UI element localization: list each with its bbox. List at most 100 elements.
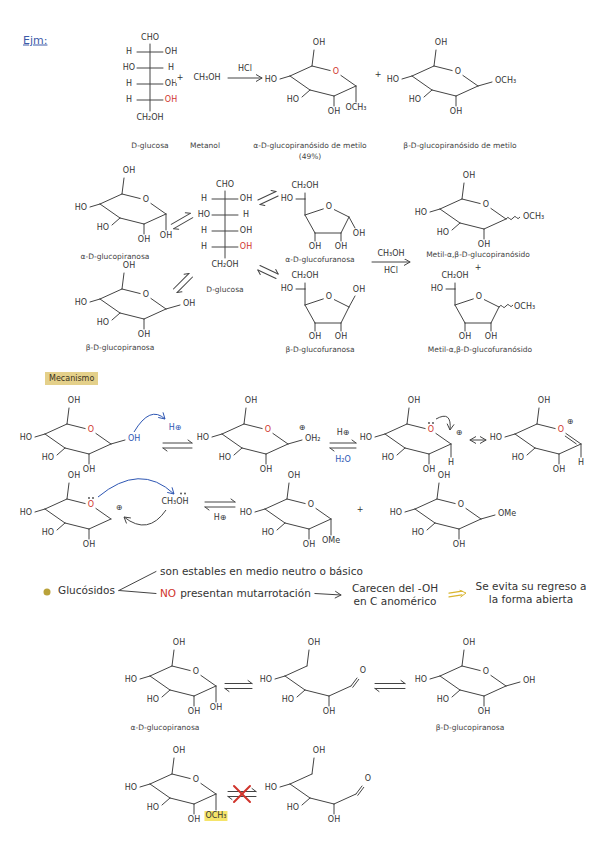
bond-line	[287, 499, 305, 504]
chem-label: OH	[537, 396, 551, 406]
bond-line	[162, 690, 170, 697]
bond-line	[122, 289, 140, 294]
bond-line	[310, 90, 334, 96]
bond-line	[166, 305, 180, 309]
arrow-head	[256, 75, 262, 82]
bond-line	[67, 424, 85, 429]
chem-label: OH	[312, 746, 326, 756]
chem-label: OH	[352, 229, 366, 239]
fischer-bar	[137, 52, 163, 53]
bond-line	[341, 307, 349, 323]
bond-line	[385, 434, 405, 448]
chem-label: CHO	[215, 180, 235, 190]
bond-line	[466, 508, 481, 519]
bond-line	[287, 483, 289, 499]
bond-line	[122, 194, 140, 199]
chem-label: H	[577, 458, 585, 468]
bond-line	[334, 794, 356, 804]
bond-line	[456, 96, 457, 106]
chem-label: OCH₃	[494, 76, 517, 86]
fischer-bar	[212, 199, 238, 200]
equilibrium-line	[375, 683, 405, 684]
bond-line	[559, 454, 560, 464]
bond-line	[405, 448, 429, 454]
bond-line	[505, 434, 515, 437]
bond-line	[349, 217, 355, 228]
bond-line	[35, 509, 45, 512]
chem-label: O	[557, 425, 565, 435]
bond-line	[194, 696, 195, 706]
bond-line	[172, 666, 190, 671]
bond-line	[351, 678, 357, 686]
chem-label: OH	[209, 703, 223, 713]
proton-label: H⊕	[168, 423, 183, 433]
chem-label: OH	[437, 471, 451, 481]
arrow-head	[158, 412, 165, 419]
bond-line	[312, 50, 314, 66]
bond-line	[462, 650, 464, 666]
bond-line	[172, 650, 174, 666]
bond-line	[307, 650, 309, 666]
chem-label: OH	[67, 471, 81, 481]
chem-label: OH	[352, 285, 366, 295]
node-text: Carecen del -OH en C anomérico	[352, 582, 438, 607]
bond-line	[506, 682, 520, 686]
caption: D-glucosa	[205, 285, 244, 295]
bond-line	[537, 408, 539, 424]
bond-line	[440, 666, 462, 676]
proton-label: H⊕	[336, 428, 351, 438]
note-text: son estables en medio neutro o básico	[160, 565, 363, 578]
bond-line	[455, 305, 465, 323]
lone-pair	[92, 497, 94, 499]
bond-line	[341, 233, 342, 241]
equilibrium-arrows	[257, 189, 280, 207]
bond-line	[150, 676, 170, 690]
bond-line	[201, 783, 216, 794]
water-label: H₂O	[334, 455, 352, 465]
bond-line	[144, 214, 166, 224]
equilibrium-barb	[257, 270, 262, 274]
bond-line	[581, 444, 582, 457]
caption: α-D-glucopiranosa	[80, 252, 151, 262]
fischer-bar	[212, 247, 238, 248]
bond-line	[402, 76, 412, 79]
bond-line	[212, 434, 222, 437]
chem-label: OH	[82, 465, 96, 475]
chem-label: OH	[172, 638, 186, 648]
bond-line	[312, 758, 314, 774]
bond-line	[297, 690, 305, 697]
bond-line	[100, 299, 120, 313]
chem-label: OH	[477, 707, 491, 717]
caption: Metil-α,β-D-glucofuranósido	[427, 345, 533, 355]
bond-line	[67, 408, 69, 424]
equilibrium-barb	[205, 507, 209, 510]
chem-label: HO	[389, 508, 403, 518]
bond-line	[424, 90, 432, 97]
chem-label: OH	[137, 235, 151, 245]
connector-head	[335, 591, 341, 598]
arrow-head	[470, 437, 476, 444]
cross-mark	[234, 786, 250, 802]
bond-line	[565, 436, 576, 444]
fischer-backbone	[225, 191, 226, 258]
chem-label: HO	[430, 284, 444, 294]
bond-line	[334, 210, 349, 217]
chem-label: CH₂OH	[210, 260, 239, 270]
lone-pair	[428, 422, 430, 424]
bond-line	[460, 223, 484, 229]
bond-line	[290, 66, 312, 76]
equilibrium-arrows	[225, 681, 252, 692]
equilibrium-barb	[252, 789, 256, 792]
chem-label: OH	[308, 242, 322, 252]
bond-line	[515, 434, 535, 448]
chem-label: HO	[239, 508, 253, 518]
bond-line	[527, 448, 535, 455]
equilibrium-line	[163, 443, 192, 444]
fischer-bar	[137, 100, 163, 101]
equilibrium-arrows	[170, 211, 195, 232]
bond-line	[150, 774, 172, 784]
curved-arrow	[98, 479, 174, 497]
equilibrium-barb	[352, 440, 356, 443]
bond-line	[273, 433, 288, 444]
